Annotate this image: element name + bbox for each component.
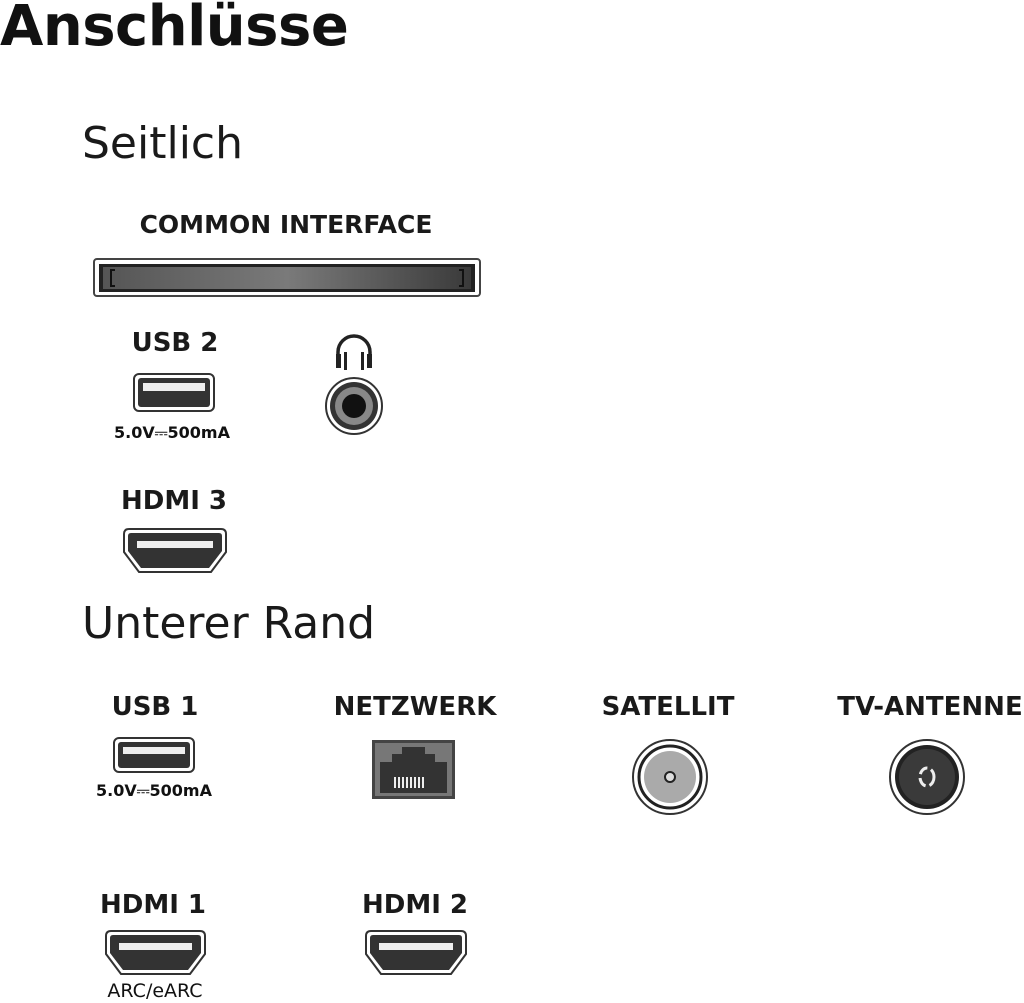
hdmi-port-icon: [123, 528, 227, 573]
usb2-label: USB 2: [131, 328, 219, 358]
hdmi1-arc-note: ARC/eARC: [107, 980, 203, 1002]
network-label: NETZWERK: [333, 692, 497, 722]
hdmi3-label: HDMI 3: [120, 486, 228, 516]
hdmi1-label: HDMI 1: [99, 890, 207, 920]
satellite-port-icon: [632, 739, 708, 815]
common-interface-slot-icon: [93, 258, 481, 297]
usb-port-icon: [133, 373, 215, 412]
common-interface-label: COMMON INTERFACE: [139, 210, 433, 239]
section-heading-side: Seitlich: [82, 118, 244, 169]
headphone-jack-icon: [325, 377, 383, 435]
usb1-label: USB 1: [111, 692, 199, 722]
tv-antenna-label: TV-ANTENNE: [837, 692, 1023, 722]
usb-port-icon: [113, 737, 195, 773]
hdmi-port-icon: [105, 930, 206, 975]
satellite-label: SATELLIT: [601, 692, 735, 722]
section-heading-bottom: Unterer Rand: [82, 598, 376, 649]
hdmi-port-icon: [365, 930, 467, 975]
usb1-spec: 5.0V⎓500mA: [96, 781, 212, 800]
usb2-spec: 5.0V⎓500mA: [114, 423, 230, 442]
hdmi2-label: HDMI 2: [361, 890, 469, 920]
headphone-icon: [336, 334, 372, 370]
page-title: Anschlüsse: [0, 0, 349, 59]
tv-antenna-port-icon: [889, 739, 965, 815]
ethernet-port-icon: [372, 740, 455, 799]
